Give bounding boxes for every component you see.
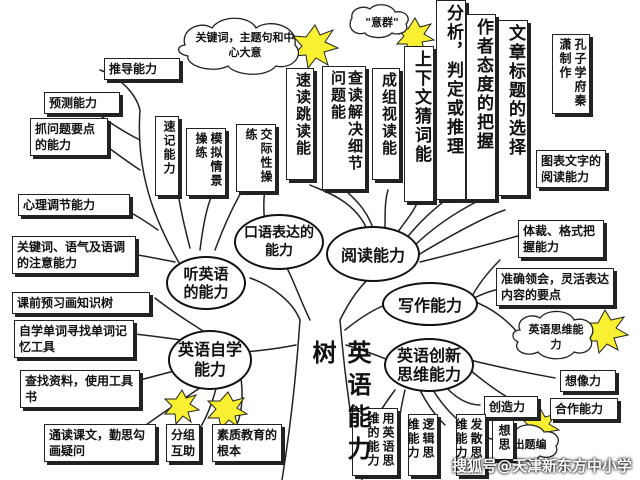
box-hezuo: 合作能力 [550,398,618,420]
box-zhunque: 准确领会，灵活表达内容的要点 [496,268,614,306]
star-burst-4 [163,389,201,426]
vbox-fasan: 发散思维能力 [454,414,486,476]
box-zixue: 自学单词寻找单词记忆工具 [14,320,134,358]
vbox-yongying: 用英语思维的能力 [352,408,398,476]
box-tongdu: 通读课文，勤思勾画疑问 [44,424,156,462]
box-zhuawenti: 抓问题要点的能力 [30,118,108,156]
oval-self-study: 英语自学能力 [168,330,252,390]
oval-innovation-text: 英语创新思维能力 [396,346,461,384]
vbox-chadu: 查读解决细节问题能 [322,66,366,190]
star-burst-5 [206,391,249,430]
watermark: 搜狐号@天津新东方中小学 [451,457,632,475]
oval-listening: 听英语的能力 [166,256,246,310]
vbox-xiangsi: 想思 [492,420,514,460]
twig-listening-up [138,109,183,269]
vbox-kongzi: 孔子学府秦潇制作 [552,34,590,114]
cloud-top-note [177,17,300,75]
vbox-luoji: 逻辑思维能力 [406,414,438,476]
oval-listening-text: 听英语的能力 [183,265,229,301]
top-note-text: 关键词，主题句和中心大意 [195,31,295,59]
vbox-shangxia: 上下文猜词能 [404,46,434,202]
oval-reading: 阅读能力 [326,226,420,282]
yiqun-note-text: "意群" [365,16,399,29]
star-burst-1 [291,24,340,70]
vbox-jiaoji: 交际性操练 [236,124,276,192]
box-suzhi: 素质教育的根本 [212,424,282,462]
vbox-chengzu: 成组视读能 [372,68,400,180]
box-guanjianci: 关键词、语气及语调的注意能力 [12,236,136,274]
trunk-left-edge [281,319,301,480]
cloud-siwei [512,310,594,360]
vbox-wenzhang: 文章标题的选择 [498,20,528,196]
box-tubiao: 图表文字的阅读能力 [536,150,606,188]
oval-writing: 写作能力 [382,282,478,326]
trunk-title: 英语能力树 [308,340,371,468]
box-fenzu: 分组互助 [166,424,200,462]
oval-oral: 口语表达的能力 [234,214,324,270]
box-ticai: 体裁、格式把握能力 [518,220,604,258]
oval-self-study-text: 英语自学能力 [177,340,242,379]
box-chuangzao: 创造力 [484,396,538,418]
box-tuidao: 推导能力 [104,58,180,80]
vbox-suji: 速记能力 [155,116,179,196]
cloud-yiqun [349,4,409,39]
box-kejian: 课前预习画知识树 [12,292,150,314]
trunk-to-listening [249,277,301,321]
vbox-sudu: 速读跳读能 [286,68,314,180]
oval-writing-text: 写作能力 [397,296,462,315]
cloud-siwei-text: 英语思维能力 [528,323,584,351]
box-xiangxiang: 想像力 [560,370,616,392]
vbox-zuozhe: 作者态度的把握 [466,14,496,200]
oval-innovation: 英语创新思维能力 [384,338,474,392]
box-xinli: 心理调节能力 [18,194,130,216]
oval-reading-text: 阅读能力 [340,246,405,265]
box-yuce: 预测能力 [44,92,120,114]
box-chazhao: 查找资料，使用工具书 [20,370,140,408]
vbox-moni: 模拟情景操练 [186,128,226,196]
oval-oral-text: 口语表达的能力 [244,225,314,259]
vbox-fenxi: 分析，判定或推理 [436,0,466,200]
cloud-chuti-text: 出题编 [513,438,547,451]
